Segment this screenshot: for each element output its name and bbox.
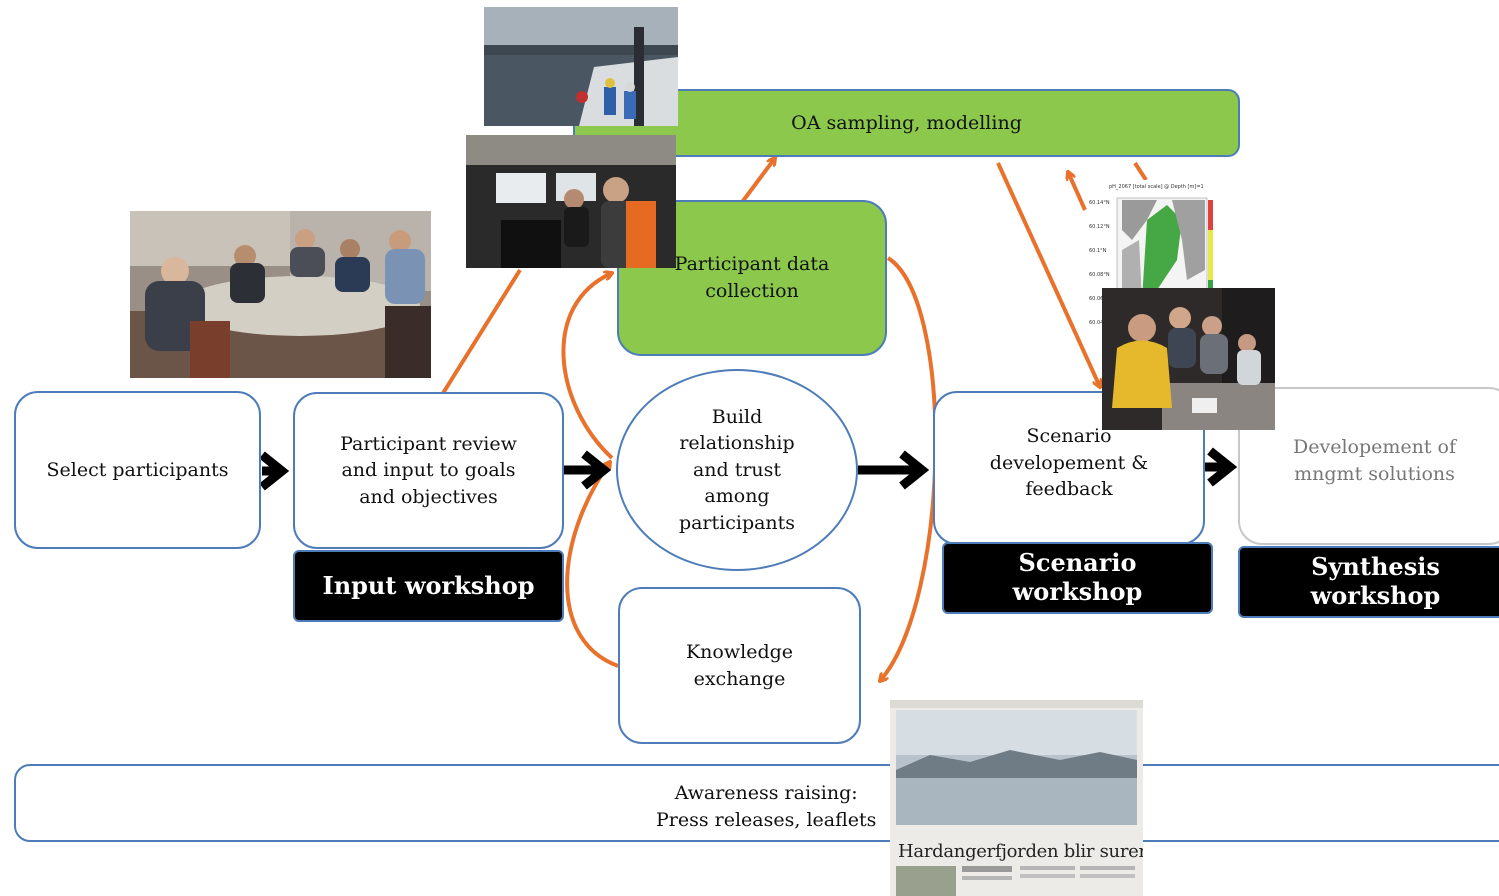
- participant-review-box: Participant review and input to goals an…: [293, 392, 564, 549]
- ship-bridge-photo: [466, 135, 676, 268]
- arrow-map-to-oa: [1068, 172, 1087, 211]
- participant-data-collection-label: Participant data collection: [674, 253, 830, 302]
- newspaper-clipping: Hardangerfjorden blir surere: [890, 700, 1143, 896]
- ph-map-tick-0: 60.14°N: [1089, 200, 1110, 206]
- awareness-raising-box: Awareness raising: Press releases, leafl…: [14, 764, 1499, 842]
- scenario-development-label: Scenario developement & feedback: [989, 425, 1149, 501]
- ph-map-tick-1: 60.12°N: [1089, 224, 1110, 230]
- synthesis-workshop-label: Synthesis workshop: [1310, 552, 1441, 610]
- arrow-oa-to-scenario: [996, 162, 1100, 387]
- knowledge-exchange-label: Knowledge exchange: [685, 640, 794, 690]
- arrow-pdc-to-oa: [738, 158, 775, 207]
- input-workshop-label-box: Input workshop: [293, 550, 564, 622]
- arrow-scenario-to-mngmt: [1205, 447, 1238, 487]
- participant-review-label: Participant review and input to goals an…: [340, 432, 517, 508]
- arrow-review-to-oa: [438, 268, 522, 400]
- build-relationship-label: Build relationship and trust among parti…: [678, 405, 796, 534]
- scenario-workshop-photo: [1102, 288, 1275, 430]
- management-solutions-box: Developement of mngmt solutions: [1238, 387, 1499, 545]
- newspaper-headline: Hardangerfjorden blir surere: [898, 841, 1143, 862]
- curve-knowledge-to-build: [565, 462, 619, 668]
- arrow-map-tail: [1133, 161, 1148, 182]
- knowledge-exchange-box: Knowledge exchange: [618, 587, 861, 744]
- build-relationship-circle: Build relationship and trust among parti…: [616, 369, 858, 571]
- oa-sampling-box: OA sampling, modelling: [573, 89, 1240, 157]
- ph-map-title: pH_2067 [total scale] @ Depth [m]=1: [1109, 184, 1204, 190]
- ph-map-tick-3: 60.08°N: [1089, 272, 1110, 278]
- select-participants-label: Select participants: [46, 458, 229, 481]
- boat-deck-photo: [484, 7, 678, 126]
- awareness-raising-label: Awareness raising: Press releases, leafl…: [656, 782, 877, 831]
- ph-map-tick-4: 60.06°N: [1089, 296, 1110, 302]
- input-workshop-label: Input workshop: [322, 570, 535, 600]
- arrow-review-to-build: [564, 450, 612, 490]
- scenario-workshop-label: Scenario workshop: [1012, 548, 1143, 606]
- ph-map-tick-5: 60.04°N: [1089, 320, 1110, 326]
- arrow-select-to-review: [259, 451, 290, 491]
- arrow-build-to-scenario: [858, 450, 930, 490]
- scenario-workshop-label-box: Scenario workshop: [942, 542, 1213, 614]
- synthesis-workshop-label-box: Synthesis workshop: [1238, 546, 1499, 618]
- meeting-photo: [130, 211, 431, 378]
- select-participants-box: Select participants: [14, 391, 261, 549]
- oa-sampling-label: OA sampling, modelling: [791, 111, 1022, 134]
- management-solutions-label: Developement of mngmt solutions: [1293, 436, 1457, 485]
- ph-map-tick-2: 60.1°N: [1089, 248, 1107, 254]
- curve-to-pdc: [561, 273, 612, 460]
